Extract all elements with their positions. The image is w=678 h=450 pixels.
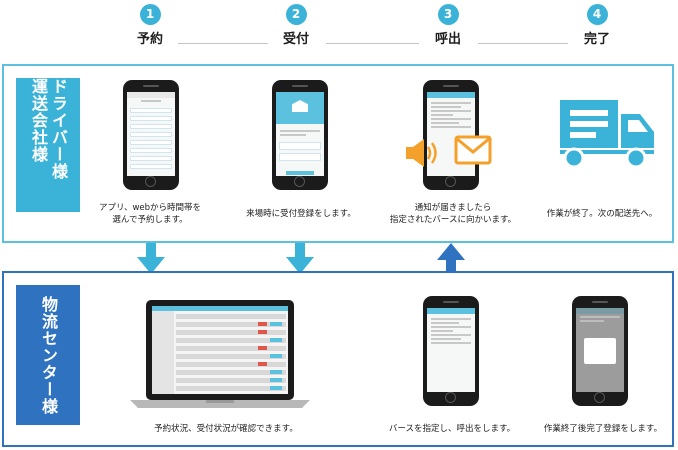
down-arrow-icon [286,243,314,274]
berth-assign-screen [427,308,475,392]
up-arrow-icon [437,243,465,275]
reservation-caption: アプリ、webから時間帯を 選んで予約します。 [98,203,202,225]
laptop-dashboard [130,300,310,408]
step-1: 1 予約 [120,4,180,48]
truck-icon [560,100,654,169]
center-side-label: 物流センター様 [16,285,80,425]
call-caption: 通知が届きましたら 指定されたバースに向かいます。 [389,203,517,225]
carrier-label: 運送会社様 [29,78,48,163]
step-label: 完了 [583,32,610,47]
down-arrow-icon [137,243,165,274]
step-label: 呼出 [434,32,461,47]
center-label: 物流センター様 [39,295,58,415]
step-connector [178,43,268,44]
step-connector [478,43,568,44]
driver-label: ドライバー様 [49,78,68,180]
checkin-phone [272,80,328,190]
checkin-caption: 来場時に受付登録をします。 [246,209,356,219]
center-panel: 物流センター様 [2,271,674,447]
checkin-screen [276,92,324,176]
step-number: 3 [437,4,459,25]
speaker-icon [406,139,437,167]
step-2: 2 受付 [266,4,326,48]
step-number: 1 [139,4,161,25]
berth-assign-phone [423,296,479,406]
confirm-caption: 予約状況、受付状況が確認できます。 [154,424,298,434]
step-number: 2 [285,4,307,25]
step-connector [326,43,419,44]
step-label: 受付 [282,32,309,47]
mail-icon [454,135,492,165]
done-caption: 作業が終了。次の配送先へ。 [546,209,658,219]
step-number: 4 [586,4,608,25]
assign-caption: バースを指定し、呼出をします。 [388,424,516,434]
step-4: 4 完了 [567,4,627,48]
completion-screen [576,308,624,392]
call-phone [423,80,479,190]
step-label: 予約 [136,32,163,47]
complete-caption: 作業終了後完了登録をします。 [543,424,663,434]
driver-side-label: ドライバー様 運送会社様 [16,78,80,212]
reservation-screen [127,92,175,176]
step-3: 3 呼出 [418,4,478,48]
reservation-phone [123,80,179,190]
completion-phone [572,296,628,406]
